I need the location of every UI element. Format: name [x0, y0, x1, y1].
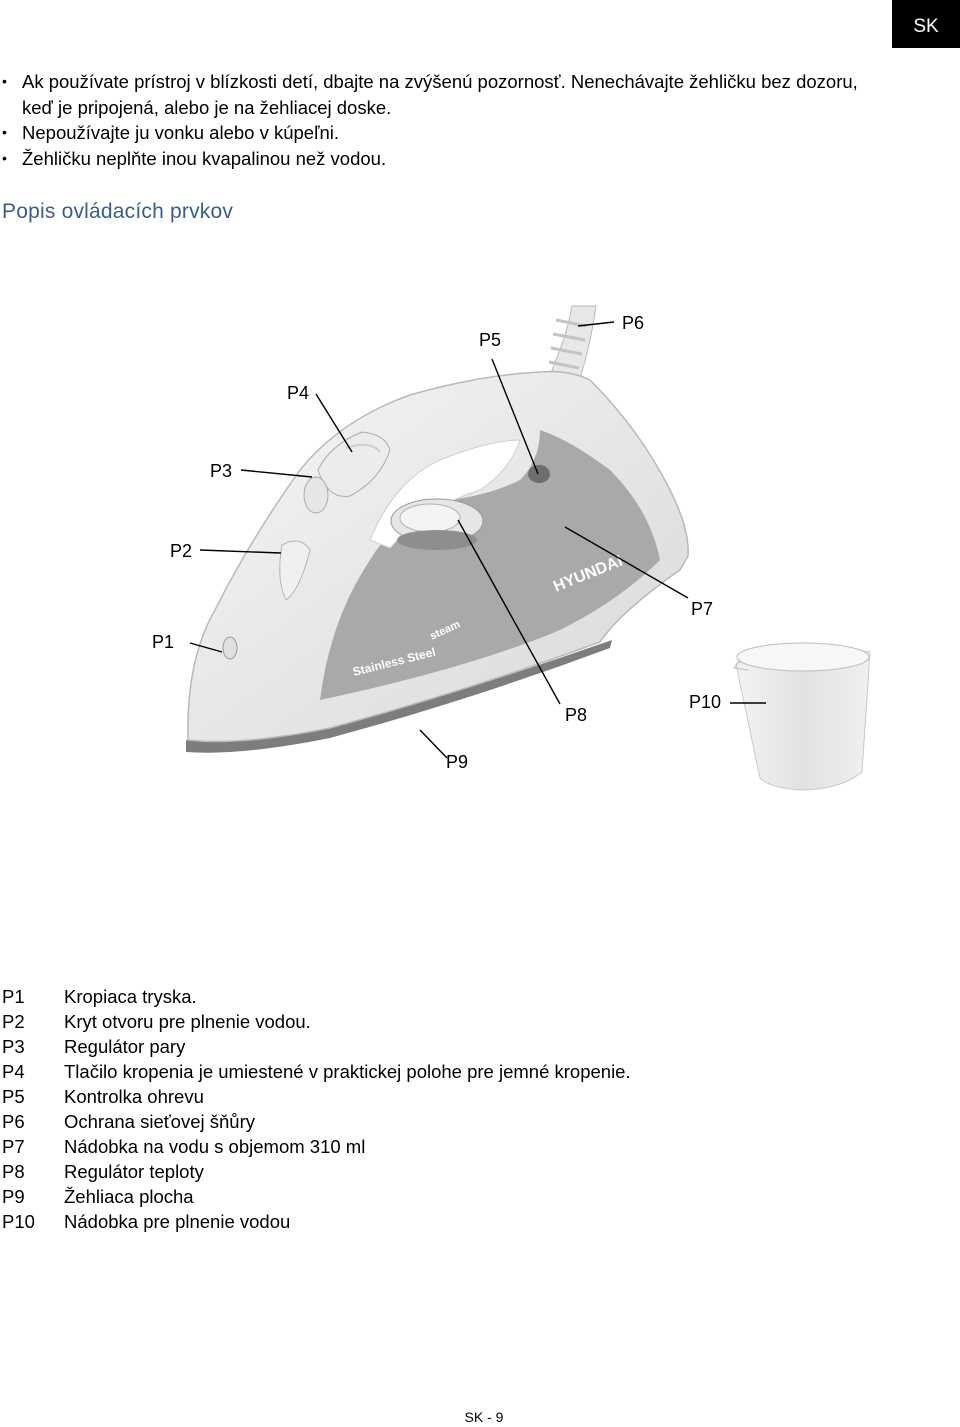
parts-item: P10 Nádobka pre plnenie vodou [2, 1209, 631, 1234]
side-panel [320, 430, 660, 700]
part-description: Tlačilo kropenia je umiestené v praktick… [64, 1061, 631, 1082]
language-tab: SK [892, 0, 960, 48]
spray-nozzle [222, 636, 238, 660]
parts-item: P3 Regulátor pary [2, 1034, 631, 1059]
part-code: P2 [2, 1011, 25, 1032]
part-description: Ochrana sieťovej šňůry [64, 1111, 255, 1132]
part-code: P9 [2, 1186, 25, 1207]
fill-cap [279, 540, 311, 601]
parts-item: P2 Kryt otvoru pre plnenie vodou. [2, 1009, 631, 1034]
part-code: P3 [2, 1036, 25, 1057]
indicator-lamp [528, 465, 550, 483]
part-description: Kropiaca tryska. [64, 986, 197, 1007]
parts-item: P8 Regulátor teploty [2, 1159, 631, 1184]
part-description: Nádobka na vodu s objemom 310 ml [64, 1136, 366, 1157]
page-number: SK - 9 [464, 1409, 504, 1425]
callout-p6: P6 [622, 313, 644, 333]
section-title: Popis ovládacích prvkov [2, 200, 234, 223]
warning-item: Nepoužívajte ju vonku alebo v kúpeľni. [0, 120, 880, 146]
warning-item: Žehličku neplňte inou kvapalinou než vod… [0, 146, 880, 172]
steam-knob [303, 476, 329, 514]
iron-illustration: HYUNDAI Stainless Steel steam P1 P2 P3 [0, 290, 960, 820]
callout-p3: P3 [210, 461, 232, 481]
part-code: P10 [2, 1211, 35, 1232]
part-code: P6 [2, 1111, 25, 1132]
callout-p4: P4 [287, 383, 309, 403]
measuring-cup [733, 642, 871, 791]
part-description: Regulátor teploty [64, 1161, 204, 1182]
part-code: P5 [2, 1086, 25, 1107]
part-code: P1 [2, 986, 25, 1007]
part-description: Kryt otvoru pre plnenie vodou. [64, 1011, 311, 1032]
warning-item: Ak používate prístroj v blízkosti detí, … [0, 69, 880, 120]
part-code: P8 [2, 1161, 25, 1182]
callout-p9: P9 [446, 752, 468, 772]
callout-lines [189, 321, 766, 759]
callout-p7: P7 [691, 599, 713, 619]
part-description: Nádobka pre plnenie vodou [64, 1211, 291, 1232]
part-description: Žehliaca plocha [64, 1186, 194, 1207]
part-code: P7 [2, 1136, 25, 1157]
parts-item: P4 Tlačilo kropenia je umiestené v prakti… [2, 1059, 631, 1084]
callout-p5: P5 [479, 330, 501, 350]
callout-p1: P1 [152, 632, 174, 652]
callout-p10: P10 [689, 692, 721, 712]
parts-item: P9 Žehliaca plocha [2, 1184, 631, 1209]
callout-p8: P8 [565, 705, 587, 725]
spray-button [317, 431, 391, 497]
iron-diagram: HYUNDAI Stainless Steel steam P1 P2 P3 [152, 305, 871, 791]
parts-item: P5 Kontrolka ohrevu [2, 1084, 631, 1109]
part-code: P4 [2, 1061, 25, 1082]
parts-item: P7 Nádobka na vodu s objemom 310 ml [2, 1134, 631, 1159]
part-description: Kontrolka ohrevu [64, 1086, 204, 1107]
temperature-dial [390, 498, 484, 550]
warning-list: Ak používate prístroj v blízkosti detí, … [0, 69, 880, 171]
callout-p2: P2 [170, 541, 192, 561]
part-description: Regulátor pary [64, 1036, 186, 1057]
parts-item: P6 Ochrana sieťovej šňůry [2, 1109, 631, 1134]
parts-item: P1 Kropiaca tryska. [2, 984, 631, 1009]
parts-list: P1 Kropiaca tryska. P2 Kryt otvoru pre pln… [2, 984, 631, 1234]
